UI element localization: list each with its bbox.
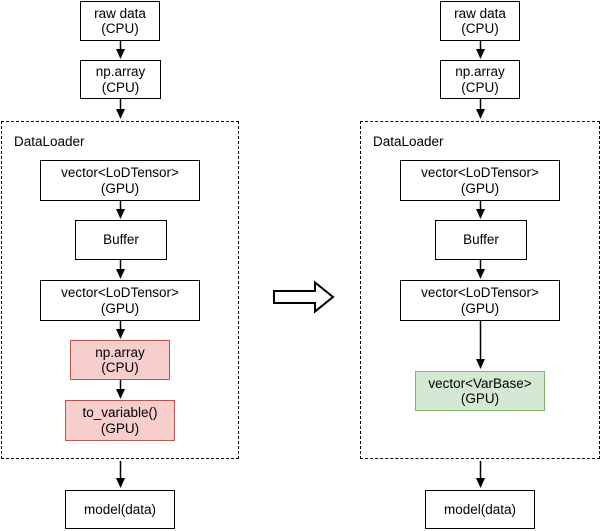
node-raw-data-right-line1: raw data — [454, 5, 506, 21]
node-vector-varbase-green: vector<VarBase> (GPU) — [415, 371, 545, 411]
dataloader-group-right: DataLoader — [360, 121, 600, 459]
arrow-rawdata-nparray-right — [476, 41, 485, 59]
arrow-nparray-dataloader-right — [476, 99, 485, 119]
node-model-right-line1: model(data) — [443, 501, 517, 517]
node-vector-lodtensor-2-left: vector<LoDTensor> (GPU) — [40, 280, 200, 321]
node-np-array-red-line2: (CPU) — [101, 360, 139, 375]
node-buffer-left: Buffer — [75, 220, 167, 260]
arrow-nparray-dataloader-left — [116, 99, 125, 119]
node-model-right: model(data) — [425, 490, 535, 529]
node-to-variable-red: to_variable() (GPU) — [65, 400, 175, 441]
node-model-left-line1: model(data) — [83, 501, 157, 517]
node-model-left: model(data) — [65, 490, 175, 529]
node-vector-varbase-green-line2: (GPU) — [460, 391, 500, 406]
arrow-dataloader-model-left — [116, 461, 125, 488]
node-vector-lodtensor-2-right-line2: (GPU) — [460, 300, 500, 316]
node-raw-data-left-line2: (CPU) — [101, 21, 139, 36]
node-np-array-right: np.array (CPU) — [440, 60, 520, 99]
transform-arrow-icon — [273, 280, 335, 314]
node-buffer-right-line1: Buffer — [463, 232, 499, 248]
arrow-dataloader-model-right — [476, 461, 485, 488]
node-vector-lodtensor-2-left-line2: (GPU) — [100, 300, 140, 316]
node-raw-data-left-line1: raw data — [94, 5, 146, 21]
node-vector-lodtensor-1-left-line2: (GPU) — [100, 180, 140, 196]
node-vector-lodtensor-2-right-line1: vector<LoDTensor> — [421, 285, 539, 300]
node-vector-varbase-green-line1: vector<VarBase> — [428, 375, 532, 391]
node-np-array-right-line1: np.array — [455, 64, 505, 79]
node-to-variable-red-line1: to_variable() — [82, 405, 158, 420]
node-raw-data-left: raw data (CPU) — [80, 1, 160, 41]
arrow-rawdata-nparray-left — [116, 41, 125, 59]
node-raw-data-right: raw data (CPU) — [440, 1, 520, 41]
node-raw-data-right-line2: (CPU) — [461, 21, 499, 36]
node-vector-lodtensor-1-right-line2: (GPU) — [460, 180, 500, 196]
node-np-array-red-line1: np.array — [95, 344, 145, 360]
node-to-variable-red-line2: (GPU) — [100, 420, 140, 436]
dataloader-group-left: DataLoader — [1, 121, 239, 459]
node-np-array-left: np.array (CPU) — [80, 60, 161, 99]
node-buffer-left-line1: Buffer — [103, 232, 139, 248]
node-vector-lodtensor-1-left-line1: vector<LoDTensor> — [61, 165, 179, 180]
node-np-array-left-line2: (CPU) — [101, 79, 140, 95]
node-np-array-left-line1: np.array — [95, 64, 146, 79]
dataloader-group-left-label: DataLoader — [14, 134, 85, 149]
node-buffer-right: Buffer — [435, 220, 527, 260]
node-vector-lodtensor-2-left-line1: vector<LoDTensor> — [61, 285, 179, 300]
node-vector-lodtensor-2-right: vector<LoDTensor> (GPU) — [400, 280, 560, 321]
dataloader-group-right-label: DataLoader — [373, 134, 444, 149]
node-np-array-red: np.array (CPU) — [70, 340, 170, 380]
node-np-array-right-line2: (CPU) — [461, 79, 499, 95]
node-vector-lodtensor-1-left: vector<LoDTensor> (GPU) — [40, 160, 200, 201]
node-vector-lodtensor-1-right: vector<LoDTensor> (GPU) — [400, 160, 560, 201]
node-vector-lodtensor-1-right-line1: vector<LoDTensor> — [421, 165, 539, 180]
